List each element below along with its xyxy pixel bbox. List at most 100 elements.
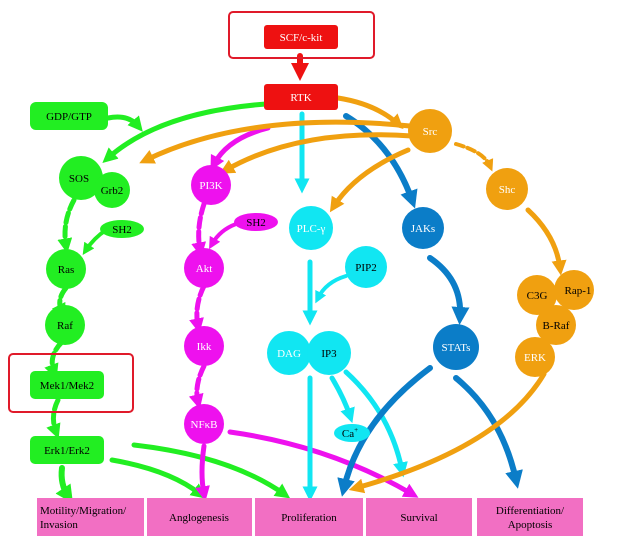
- arrow-erk-prolif: [131, 442, 291, 499]
- outcome-survival-label: Survival: [400, 512, 437, 524]
- arrow-src-shc: [454, 142, 494, 172]
- outcome-motility-label-2: Invasion: [40, 519, 78, 531]
- arrow-src-plc: [329, 147, 411, 213]
- pi3k-node: [191, 165, 231, 205]
- ca-label: Ca+: [342, 426, 358, 440]
- outcome-diff-label-1: Differentiation/: [496, 505, 565, 517]
- scf-label: SCF/c-kit: [280, 32, 323, 44]
- rtk-label: RTK: [290, 92, 311, 104]
- src-node: [408, 109, 452, 153]
- arrow-nfkb-angio: [195, 443, 210, 502]
- arrow-erk-motility: [55, 465, 73, 504]
- arrow-rtk-jaks: [343, 113, 418, 209]
- arrow-pi3k-akt: [191, 201, 207, 258]
- arrow-sos-ras: [57, 197, 77, 254]
- arrow-src-sos: [139, 119, 413, 164]
- erk-green-node: [30, 436, 104, 464]
- c3g-node: [517, 275, 557, 315]
- sos-node: [59, 156, 103, 200]
- ca-text: Ca: [342, 428, 354, 440]
- outcome-diff-box: [477, 498, 583, 536]
- mek-highlight-box: [8, 353, 134, 413]
- gdp-gtp-node: [30, 102, 108, 130]
- ip3-label: IP3: [321, 348, 337, 360]
- arrow-sh2-akt: [209, 222, 238, 250]
- raf-node: [45, 305, 85, 345]
- ikk-node: [184, 326, 224, 366]
- braf-label: B-Raf: [543, 320, 570, 332]
- plc-label: PLC-γ: [297, 223, 326, 235]
- src-label: Src: [423, 126, 438, 138]
- shc-node: [486, 168, 528, 210]
- outcome-motility-label-1: Motility/Migration/: [40, 505, 127, 517]
- arrow-stats-prolif: [337, 365, 433, 497]
- grb2-label: Grb2: [101, 185, 124, 197]
- magenta-sh2-label: SH2: [246, 217, 266, 229]
- sos-label: SOS: [69, 173, 89, 185]
- gdp-gtp-label: GDP/GTP: [46, 111, 92, 123]
- outcome-prolif-box: [255, 498, 363, 536]
- green-sh2-label: SH2: [112, 224, 132, 236]
- akt-node: [184, 248, 224, 288]
- outcome-angio-box: [147, 498, 252, 536]
- outcome-survival-box: [366, 498, 472, 536]
- outcome-motility-box: [37, 498, 144, 536]
- nfkb-label: NFκB: [191, 419, 218, 431]
- arrow-ip3-ca: [329, 375, 355, 424]
- ras-node: [46, 249, 86, 289]
- scf-highlight-box: [228, 11, 375, 59]
- mek-label: Mek1/Mek2: [40, 380, 94, 392]
- stats-node: [433, 324, 479, 370]
- raf-label: Raf: [57, 320, 73, 332]
- stats-label: STATs: [442, 342, 471, 354]
- rtk-node: [264, 84, 338, 110]
- arrow-gdp-sos: [105, 114, 143, 132]
- arrow-rtk-sos: [102, 101, 269, 163]
- erk-orange-node: [515, 337, 555, 377]
- arrow-rtk-pi3k: [210, 125, 271, 171]
- arrow-src-pi3k: [219, 132, 415, 174]
- plc-node: [289, 206, 333, 250]
- ip3-node: [307, 331, 351, 375]
- rap1-label: Rap-1: [565, 285, 592, 297]
- outcome-angio-label: Anglogenesis: [169, 512, 229, 524]
- arrows: [44, 53, 567, 504]
- ca-node: [334, 424, 370, 442]
- pip2-label: PIP2: [355, 262, 376, 274]
- jaks-label: JAKs: [411, 223, 435, 235]
- pi3k-label: PI3K: [199, 180, 222, 192]
- nfkb-node: [184, 404, 224, 444]
- green-sh2-node: [100, 220, 144, 238]
- dag-label: DAG: [277, 348, 301, 360]
- arrow-ikk-nfkb: [188, 363, 207, 410]
- magenta-sh2-node: [234, 213, 278, 231]
- dag-node: [267, 331, 311, 375]
- ikk-label: Ikk: [197, 341, 212, 353]
- shc-label: Shc: [499, 184, 516, 196]
- rap1-node: [554, 270, 594, 310]
- braf-node: [536, 305, 576, 345]
- ras-label: Ras: [58, 264, 75, 276]
- arrow-stats-diff: [453, 375, 523, 489]
- arrow-erk-angio: [109, 457, 206, 499]
- erk-green-label: Erk1/Erk2: [44, 445, 90, 457]
- ca-superscript: +: [354, 426, 358, 434]
- arrow-pip2-dag: [315, 274, 348, 304]
- arrow-nfkb-survival: [227, 429, 419, 498]
- arrow-akt-ikk: [189, 283, 207, 334]
- erk-orange-label: ERK: [524, 352, 546, 364]
- arrow-rtk-src: [335, 95, 404, 130]
- outcome-diff-label-2: Apoptosis: [508, 519, 553, 531]
- arrow-shc-c3g: [525, 207, 567, 276]
- scf-node: [264, 25, 338, 49]
- grb2-node: [94, 172, 130, 208]
- arrow-jaks-stats: [427, 255, 470, 325]
- arrow-raf-mek: [44, 339, 65, 380]
- arrow-mek-erk: [46, 397, 61, 440]
- c3g-label: C3G: [527, 290, 548, 302]
- outcome-prolif-label: Proliferation: [281, 512, 337, 524]
- mek-node: [30, 371, 104, 399]
- pip2-node: [345, 246, 387, 288]
- outcomes-row: Motility/Migration/ Invasion Anglogenesi…: [37, 498, 583, 536]
